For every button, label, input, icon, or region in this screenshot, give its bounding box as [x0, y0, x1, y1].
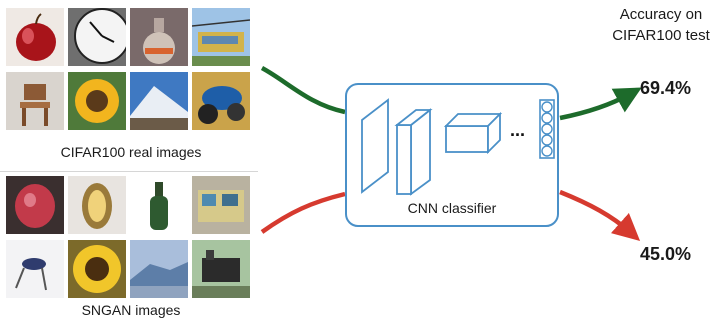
- sngan-thumb-bottle: [130, 176, 188, 234]
- real-thumb-mountain: [130, 72, 188, 130]
- conv-layer-1: [361, 98, 389, 194]
- sngan-thumb-mountain: [130, 240, 188, 298]
- real-images-caption: CIFAR100 real images: [60, 144, 202, 160]
- cnn-classifier-label: CNN classifier: [407, 200, 497, 216]
- sngan-thumb-chair: [6, 240, 64, 298]
- sngan-thumb-train: [192, 240, 250, 298]
- sngan-thumb-pear: [68, 176, 126, 234]
- sngan-images-caption: SNGAN images: [81, 302, 181, 318]
- real-output-arrow: [559, 87, 642, 121]
- real-images-grid: [6, 8, 250, 130]
- sngan-thumb-streetcar: [192, 176, 250, 234]
- sngan-accuracy-value: 45.0%: [640, 244, 692, 264]
- sngan-images-grid: [6, 176, 250, 298]
- real-input-arrow: [260, 66, 346, 115]
- real-thumb-chair: [6, 72, 64, 130]
- conv-layer-2-top: [394, 109, 433, 126]
- accuracy-header-line1: Accuracy on: [619, 6, 703, 23]
- divider: [0, 171, 258, 172]
- sngan-thumb-sunflower: [68, 240, 126, 298]
- real-thumb-clock: [68, 8, 126, 66]
- accuracy-header: Accuracy on CIFAR100 test: [598, 4, 724, 46]
- layer-ellipsis: ...: [510, 120, 525, 140]
- real-thumb-tram: [192, 8, 250, 66]
- sngan-thumb-apple: [6, 176, 64, 234]
- conv-layer-3-side: [487, 111, 501, 155]
- real-accuracy-value: 69.4%: [640, 78, 692, 98]
- real-thumb-sunflower: [68, 72, 126, 130]
- real-thumb-motorcycle: [192, 72, 250, 130]
- conv-layer-3-front: [445, 125, 489, 153]
- sngan-input-arrow: [260, 191, 346, 234]
- conv-layer-2-front: [396, 124, 412, 195]
- accuracy-header-line2: CIFAR100 test: [612, 27, 710, 44]
- sngan-output-arrow: [559, 189, 641, 241]
- real-thumb-apple: [6, 8, 64, 66]
- real-thumb-bottle: [130, 8, 188, 66]
- output-neurons: [539, 99, 555, 159]
